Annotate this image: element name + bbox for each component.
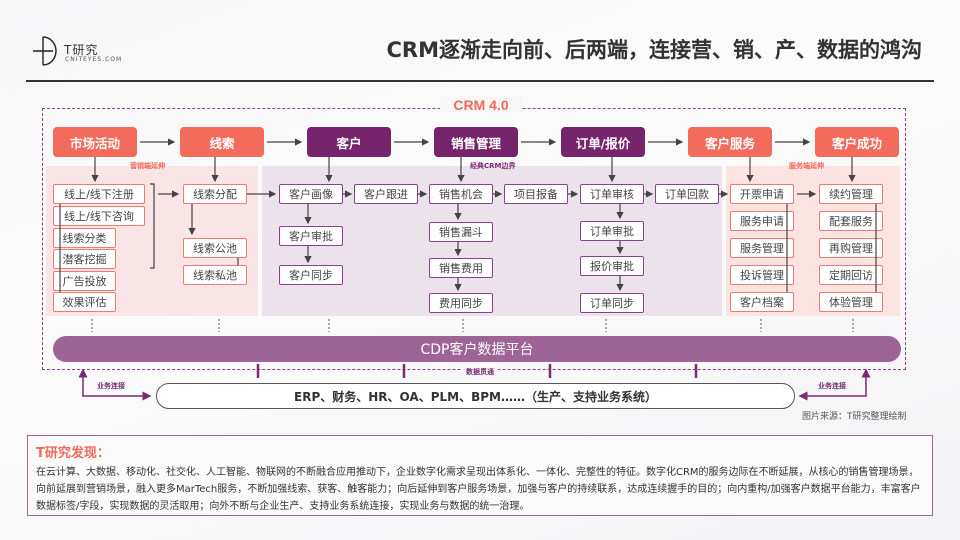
stage-customer-success: 客户成功: [815, 127, 899, 157]
node-complaint-management: 投诉管理: [730, 265, 794, 285]
logo-name: T研究: [64, 43, 99, 57]
stage-marketing-activity: 市场活动: [53, 127, 137, 157]
data-connect-label: 数据贯通: [462, 367, 498, 377]
stage-customer-service: 客户服务: [688, 127, 772, 157]
stage-sales-management: 销售管理: [434, 127, 518, 157]
erp-systems-bar: ERP、财务、HR、OA、PLM、BPM……（生产、支持业务系统）: [156, 383, 795, 409]
node-customer-sync: 客户同步: [279, 265, 343, 285]
node-customer-archive: 客户档案: [730, 292, 794, 312]
stage-customer: 客户: [307, 127, 391, 157]
node-lead-assign: 线索分配: [183, 184, 247, 204]
findings-title: T研究发现：: [36, 446, 110, 461]
node-sales-funnel: 销售漏斗: [429, 222, 493, 242]
node-customer-profile: 客户画像: [279, 184, 343, 204]
service-extension-label: 服务端延伸: [789, 162, 824, 170]
node-order-sync: 订单同步: [580, 293, 644, 313]
node-project-filing: 项目报备: [504, 184, 568, 204]
node-service-management: 服务管理: [730, 238, 794, 258]
node-repurchase-management: 再购管理: [819, 238, 883, 258]
cdp-platform-bar: CDP客户数据平台: [53, 336, 901, 362]
node-register: 线上/线下注册: [53, 184, 145, 204]
page-title: CRM逐渐走向前、后两端，连接营、销、产、数据的鸿沟: [386, 38, 922, 62]
node-invoice-request: 开票申请: [730, 184, 794, 204]
business-connect-right-label: 业务连接: [818, 382, 846, 390]
header-divider: [26, 80, 934, 82]
node-customer-approval: 客户审批: [279, 226, 343, 246]
node-regular-revisit: 定期回访: [819, 265, 883, 285]
image-source: 图片来源：T研究整理绘制: [802, 412, 907, 422]
stage-order-quote: 订单/报价: [561, 127, 645, 157]
logo-icon: [33, 36, 57, 66]
business-connect-left-label: 业务连接: [97, 382, 125, 390]
marketing-extension-label: 营销端延伸: [130, 162, 165, 170]
node-sales-opportunity: 销售机会: [429, 184, 493, 204]
logo-url: CNITEYES.COM: [65, 56, 123, 63]
node-effect-evaluation: 效果评估: [53, 292, 116, 312]
classic-crm-boundary-label: 经典CRM边界: [470, 162, 516, 170]
node-prospect-mining: 潜客挖掘: [53, 249, 116, 269]
node-service-request: 服务申请: [730, 211, 794, 231]
crm-version-label: CRM 4.0: [440, 97, 522, 113]
node-experience-management: 体验管理: [819, 292, 883, 312]
node-advertising: 广告投放: [53, 271, 116, 291]
node-customer-follow-up: 客户跟进: [354, 184, 418, 204]
node-order-review: 订单审核: [580, 184, 644, 204]
node-consult: 线上/线下咨询: [53, 206, 145, 226]
node-renewal-management: 续约管理: [819, 184, 883, 204]
node-lead-public-pool: 线索公池: [183, 238, 247, 258]
node-order-approval: 订单审批: [580, 221, 644, 241]
node-quote-approval: 报价审批: [580, 256, 644, 276]
node-expense-sync: 费用同步: [429, 293, 493, 313]
node-sales-expense: 销售费用: [429, 258, 493, 278]
findings-body: 在云计算、大数据、移动化、社交化、人工智能、物联网的不断融合应用推动下，企业数字…: [36, 467, 921, 512]
node-lead-private-pool: 线索私池: [183, 265, 247, 285]
node-order-payment: 订单回款: [655, 184, 719, 204]
node-supporting-services: 配套服务: [819, 211, 883, 231]
stage-leads: 线索: [180, 127, 264, 157]
findings-box: T研究发现： 在云计算、大数据、移动化、社交化、人工智能、物联网的不断融合应用推…: [27, 435, 933, 516]
node-lead-classify: 线索分类: [53, 228, 116, 248]
